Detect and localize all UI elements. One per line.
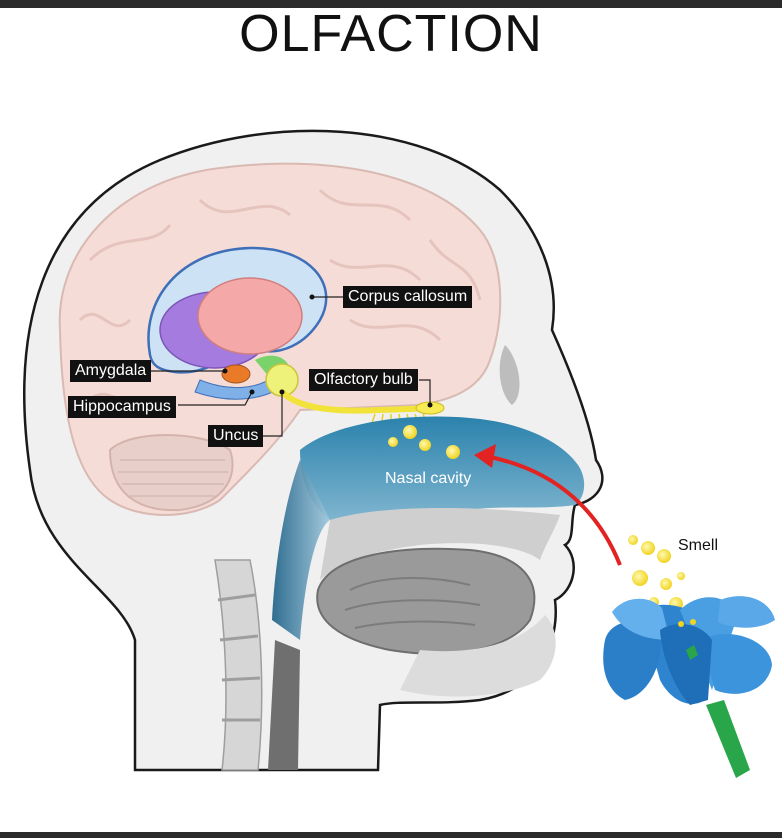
smell-arrow-head xyxy=(474,444,496,468)
leader-dots xyxy=(222,294,433,408)
nasal-cavity xyxy=(300,416,585,520)
olfactory-tract xyxy=(279,389,441,414)
flower-stem xyxy=(706,700,750,778)
trachea xyxy=(268,640,300,770)
basal-ganglia xyxy=(197,277,303,355)
spinal-column xyxy=(214,559,263,771)
olfactory-bulb-label: Olfactory bulb xyxy=(309,369,418,391)
smell-arrow xyxy=(484,454,622,566)
lower-jaw xyxy=(400,615,556,697)
pharynx xyxy=(272,460,330,640)
oral-cavity xyxy=(320,508,560,580)
sinus xyxy=(499,345,520,405)
amygdala-label: Amygdala xyxy=(70,360,152,382)
uncus-label: Uncus xyxy=(208,425,264,447)
tongue xyxy=(316,547,536,655)
smell-label: Smell xyxy=(678,537,719,554)
corpus-callosum-label: Corpus callosum xyxy=(343,286,473,308)
page-title: OLFACTION xyxy=(239,5,543,63)
flower-icon xyxy=(603,596,775,778)
nasal-cavity-label: Nasal cavity xyxy=(385,470,472,487)
bottom-frame-bar xyxy=(0,832,782,838)
leader-lines xyxy=(150,296,431,437)
amygdala-shape xyxy=(221,364,251,384)
top-frame-bar xyxy=(0,0,782,8)
hippocampus-label: Hippocampus xyxy=(68,396,176,418)
